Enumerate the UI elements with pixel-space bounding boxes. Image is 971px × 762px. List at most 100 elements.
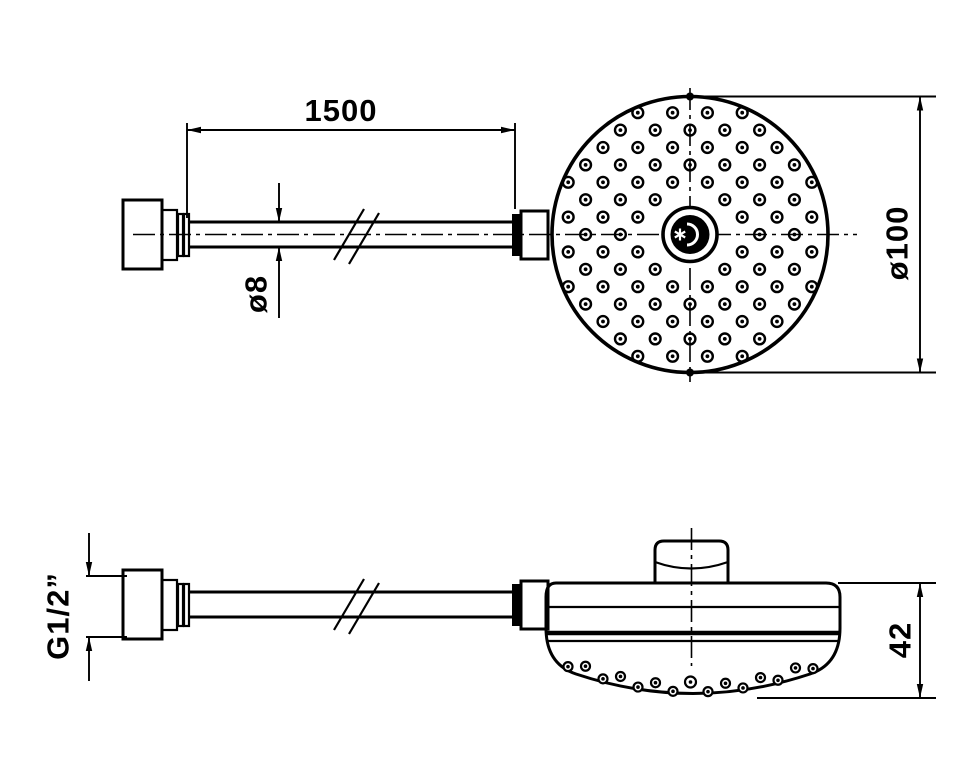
bottom-nozzle: [562, 661, 574, 673]
face-nozzle: [613, 262, 628, 276]
bottom-nozzle: [667, 685, 679, 697]
face-nozzle: [770, 210, 784, 224]
head-flange: [512, 214, 521, 256]
face-nozzle: [648, 123, 662, 137]
bottom-nozzle: [737, 682, 749, 694]
face-nozzle: [735, 280, 749, 294]
dim-label-hose-diameter: ø8: [239, 275, 274, 313]
face-nozzle: [596, 140, 610, 155]
arrowhead-down: [275, 208, 283, 222]
face-nozzle: [735, 175, 749, 189]
dim-head-diameter: ø100: [690, 95, 936, 374]
bottom-nozzle: [632, 681, 644, 693]
face-nozzle: [805, 245, 819, 259]
face-nozzle: [787, 297, 802, 311]
arrowhead-up: [275, 247, 283, 261]
face-nozzle: [735, 140, 749, 155]
face-nozzle: [648, 332, 662, 346]
head-body-outline: [544, 581, 842, 695]
face-nozzle: [648, 297, 662, 311]
face-nozzle: [631, 314, 645, 329]
arrowhead-up: [916, 96, 924, 111]
face-nozzle: [631, 245, 645, 259]
face-nozzle: [718, 193, 732, 207]
face-nozzle: [631, 210, 645, 224]
front-view: 1500 ø8 ø100: [121, 88, 936, 382]
face-nozzle: [596, 314, 610, 329]
dim-label-hose-length: 1500: [305, 93, 378, 128]
dim-label-head-diameter: ø100: [880, 206, 915, 281]
face-nozzle: [718, 262, 732, 276]
dim-hose-diameter: ø8: [239, 183, 283, 318]
face-nozzle: [631, 175, 645, 189]
face-nozzle: [700, 280, 715, 294]
side-view: G1/2” 42: [41, 528, 936, 699]
face-nozzle: [596, 175, 610, 189]
face-nozzle: [752, 297, 767, 311]
face-nozzle: [770, 245, 784, 259]
face-nozzle: [770, 140, 784, 155]
face-nozzle: [596, 210, 610, 224]
center-hub: [661, 205, 719, 264]
bottom-nozzle: [772, 674, 784, 686]
face-nozzle: [665, 106, 680, 120]
face-nozzle: [665, 140, 680, 155]
face-nozzle: [561, 245, 575, 259]
dim-label-thread-size: G1/2”: [41, 572, 76, 660]
face-nozzle: [700, 106, 715, 120]
face-nozzle: [770, 314, 784, 329]
face-nozzle: [648, 158, 662, 172]
face-nozzle: [700, 175, 715, 189]
face-nozzle: [613, 123, 628, 137]
bottom-nozzle: [649, 677, 662, 689]
bottom-nozzle: [754, 671, 767, 684]
face-nozzle: [718, 123, 732, 137]
face-nozzle: [613, 158, 628, 172]
face-nozzle: [787, 193, 802, 207]
face-nozzle: [770, 175, 784, 189]
face-nozzle: [735, 210, 749, 224]
face-nozzle: [596, 280, 610, 294]
face-nozzle: [561, 210, 575, 224]
face-nozzle: [596, 245, 610, 259]
face-nozzle: [735, 314, 749, 329]
face-nozzle: [665, 314, 680, 329]
bottom-nozzle: [579, 660, 592, 672]
dim-hose-length: 1500: [186, 93, 516, 218]
bottom-nozzle: [597, 673, 609, 685]
face-nozzle: [718, 158, 732, 172]
face-nozzle: [631, 349, 645, 363]
dim-label-head-height: 42: [883, 622, 918, 658]
face-nozzle: [631, 140, 645, 155]
face-nozzle: [648, 193, 662, 207]
face-nozzle: [752, 193, 767, 207]
face-nozzle: [613, 332, 628, 346]
face-nozzle: [700, 314, 715, 329]
face-nozzle: [787, 158, 802, 172]
bottom-nozzle: [789, 662, 802, 674]
bottom-nozzle: [702, 686, 714, 698]
bottom-nozzle: [807, 663, 819, 675]
face-nozzle: [735, 245, 749, 259]
face-nozzle: [718, 332, 732, 346]
break-line-2: [348, 212, 380, 265]
face-nozzle: [805, 210, 819, 224]
arrowhead-up: [916, 583, 924, 597]
face-nozzle: [613, 193, 628, 207]
dim-head-height: 42: [757, 582, 936, 699]
face-nozzle: [648, 262, 662, 276]
face-nozzle: [700, 140, 715, 155]
dim-thread-size: G1/2”: [41, 533, 127, 681]
bottom-center-nozzle: [683, 675, 698, 689]
arrowhead-right: [501, 126, 515, 134]
face-nozzle: [665, 175, 680, 189]
face-nozzle: [752, 158, 767, 172]
arrowhead-down: [916, 684, 924, 698]
face-nozzle: [578, 193, 593, 207]
face-nozzle: [770, 280, 784, 294]
face-nozzle: [631, 280, 645, 294]
hub-screw-star: [674, 228, 686, 241]
face-nozzle: [718, 297, 732, 311]
